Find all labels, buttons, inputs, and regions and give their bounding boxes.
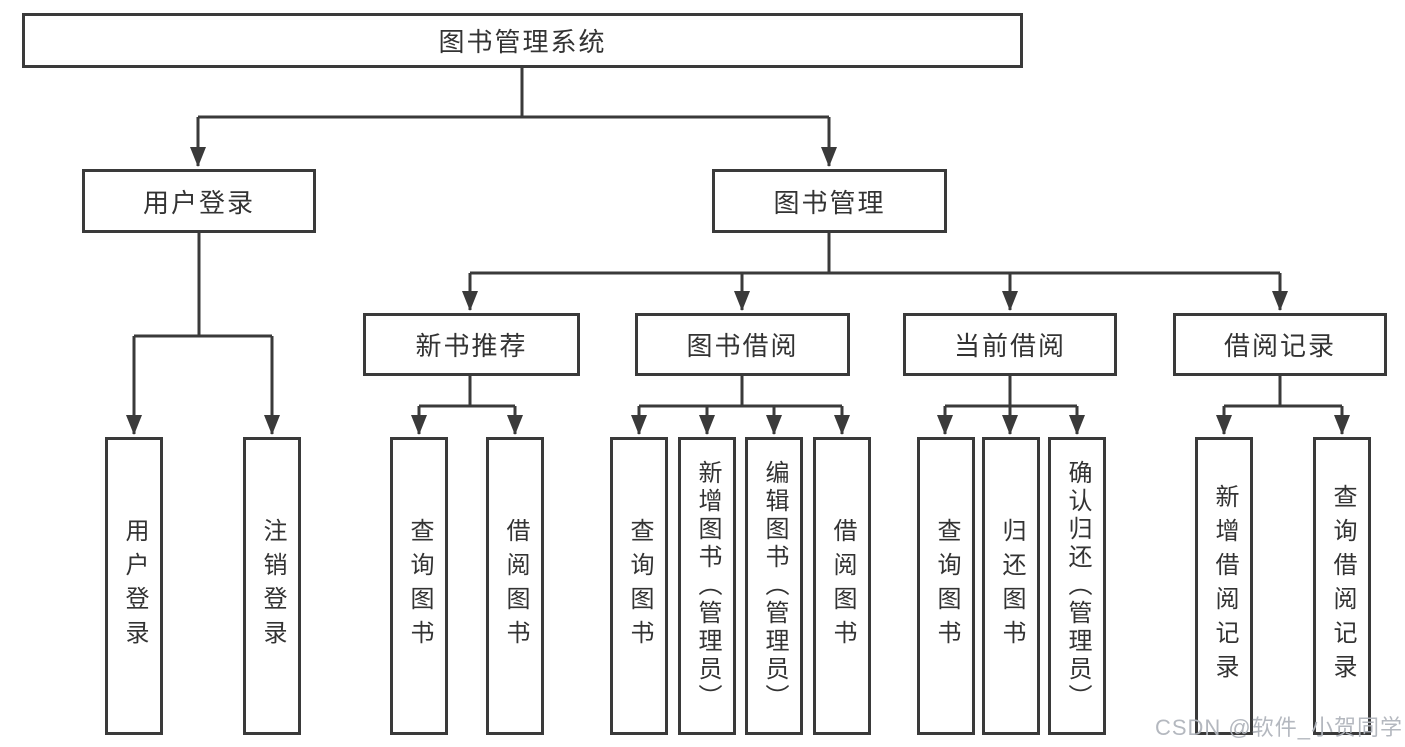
leaf-logout: 注销登录: [243, 437, 301, 735]
leaf-bb-add-books: 新增图书（管理员）: [678, 437, 736, 735]
leaf-nb-borrow-books: 借阅图书: [486, 437, 544, 735]
node-new-books-label: 新书推荐: [415, 331, 528, 361]
node-book-borrow: 图书借阅: [635, 313, 850, 376]
node-current-borrow-label: 当前借阅: [953, 331, 1066, 361]
leaf-nb-query-books: 查询图书: [390, 437, 448, 735]
leaf-bb-edit-books: 编辑图书（管理员）: [745, 437, 803, 735]
leaf-cb-confirm-return-label: 确认归还（管理员）: [1064, 460, 1091, 712]
node-borrow-records: 借阅记录: [1173, 313, 1387, 376]
leaf-br-query-record: 查询借阅记录: [1313, 437, 1371, 735]
leaf-bb-add-books-label: 新增图书（管理员）: [694, 460, 721, 712]
leaf-br-add-record-label: 新增借阅记录: [1211, 484, 1238, 688]
node-root: 图书管理系统: [22, 13, 1023, 68]
node-user-login-label: 用户登录: [142, 187, 255, 218]
leaf-user-login: 用户登录: [105, 437, 163, 735]
leaf-cb-query-books-label: 查询图书: [933, 518, 960, 654]
node-borrow-records-label: 借阅记录: [1223, 331, 1336, 361]
node-new-books: 新书推荐: [363, 313, 580, 376]
node-book-mgmt-label: 图书管理: [773, 187, 886, 218]
leaf-nb-borrow-books-label: 借阅图书: [502, 518, 529, 654]
node-book-borrow-label: 图书借阅: [686, 331, 799, 361]
leaf-cb-confirm-return: 确认归还（管理员）: [1048, 437, 1106, 735]
node-user-login: 用户登录: [82, 169, 316, 233]
node-current-borrow: 当前借阅: [903, 313, 1117, 376]
node-root-label: 图书管理系统: [438, 27, 607, 57]
leaf-bb-query-books-label: 查询图书: [626, 518, 653, 654]
leaf-cb-query-books: 查询图书: [917, 437, 975, 735]
leaf-nb-query-books-label: 查询图书: [406, 518, 433, 654]
leaf-logout-label: 注销登录: [259, 518, 286, 654]
node-book-mgmt: 图书管理: [712, 169, 947, 233]
leaf-bb-query-books: 查询图书: [610, 437, 668, 735]
leaf-bb-borrow-books-label: 借阅图书: [829, 518, 856, 654]
leaf-user-login-label: 用户登录: [121, 518, 148, 654]
leaf-br-query-record-label: 查询借阅记录: [1329, 484, 1356, 688]
csdn-watermark: CSDN @软件_小贺同学: [1154, 715, 1403, 740]
leaf-br-add-record: 新增借阅记录: [1195, 437, 1253, 735]
leaf-cb-return-books-label: 归还图书: [998, 518, 1025, 654]
leaf-cb-return-books: 归还图书: [982, 437, 1040, 735]
leaf-bb-edit-books-label: 编辑图书（管理员）: [761, 460, 788, 712]
leaf-bb-borrow-books: 借阅图书: [813, 437, 871, 735]
